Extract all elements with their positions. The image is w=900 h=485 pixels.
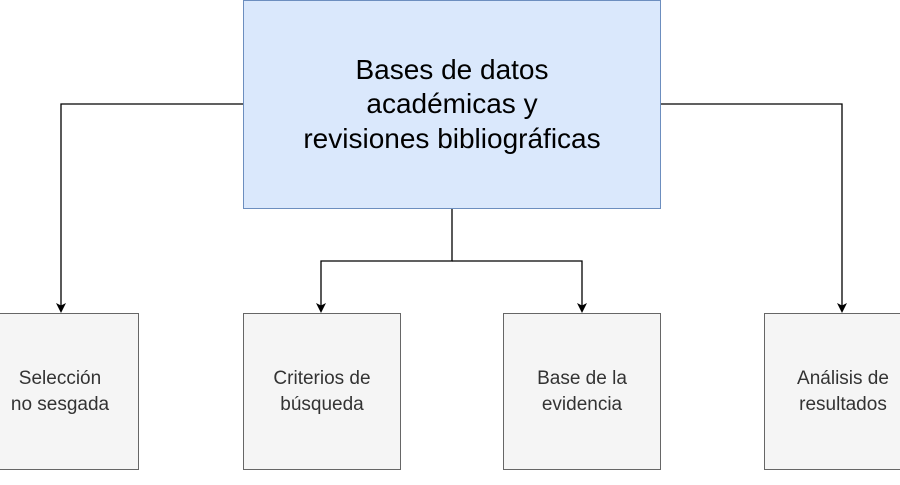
connector-root-to-evidence [452,260,587,313]
connector-root-to-analysis [661,103,847,313]
root-node-label: Bases de datos académicas y revisiones b… [303,54,601,154]
connector-root-to-criteria [316,209,453,313]
connector-root-to-selection [56,103,243,313]
child-node-label: Criterios de búsqueda [273,367,371,415]
child-node-evidence-base: Base de la evidencia [503,313,661,470]
child-node-label: Análisis de resultados [797,367,889,415]
child-node-results-analysis: Análisis de resultados [764,313,900,470]
child-node-selection: Selección no sesgada [0,313,139,470]
child-node-search-criteria: Criterios de búsqueda [243,313,401,470]
child-node-label: Base de la evidencia [537,367,627,415]
child-node-label: Selección no sesgada [10,367,110,415]
root-node: Bases de datos académicas y revisiones b… [243,0,661,209]
